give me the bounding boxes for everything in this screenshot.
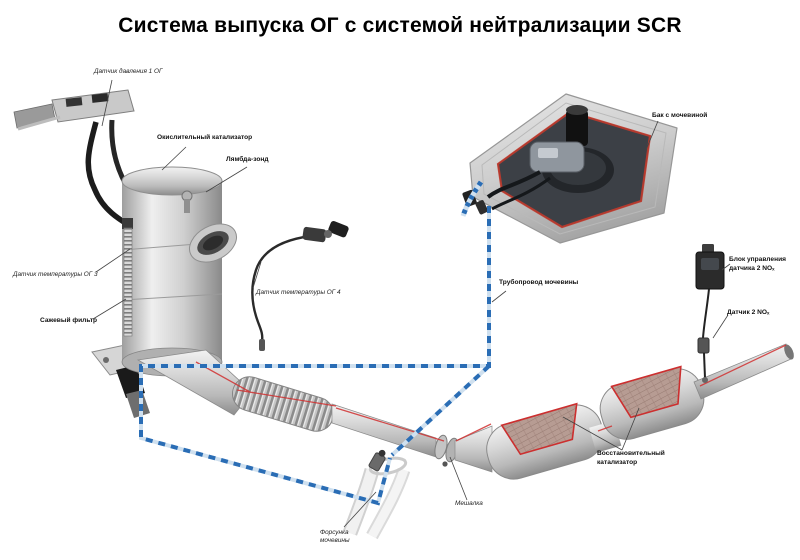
catalyst-body-1	[486, 402, 604, 480]
pressure-tube-graphic	[122, 218, 133, 337]
label-soot-filter: Сажевый фильтр	[40, 317, 98, 324]
label-temp-sensor-4: Датчик температуры ОГ 4	[256, 289, 341, 296]
label-reduction-catalyst: Восстановительный катализатор	[597, 450, 665, 466]
urea-line-graphic	[139, 206, 491, 506]
decoupler-ghost-graphic	[342, 456, 411, 540]
label-temp-sensor-3: Датчик температуры ОГ 3	[13, 271, 98, 278]
label-nox-control-unit: Блок управления датчика 2 NOₓ	[729, 256, 786, 272]
exhaust-line-graphic	[195, 343, 794, 480]
temp-sensor-4-graphic	[251, 220, 349, 351]
canister-inlet-ring	[189, 223, 237, 263]
cut-edge-highlight	[195, 344, 787, 442]
leader-lines	[92, 79, 731, 528]
label-oxidation-catalyst: Окислительный катализатор	[157, 134, 253, 141]
page-title: Система выпуска ОГ с системой нейтрализа…	[118, 14, 682, 37]
label-urea-injector: Форсунка мочевины	[320, 529, 350, 545]
urea-injector-graphic	[368, 449, 386, 472]
label-lambda-probe: Лямбда-зонд	[226, 156, 269, 163]
nox-assembly-graphic	[695, 244, 725, 383]
label-mixer: Мешалка	[455, 500, 483, 507]
label-pressure-sensor: Датчик давления 1 ОГ	[94, 68, 163, 75]
label-urea-tank: Бак с мочевиной	[652, 112, 708, 119]
label-urea-line: Трубопровод мочевины	[499, 279, 579, 286]
label-nox-sensor: Датчик 2 NOₓ	[727, 309, 770, 316]
dpf-canister-graphic	[91, 166, 253, 418]
lambda-probe-graphic	[181, 190, 193, 213]
urea-tank-graphic	[460, 93, 678, 244]
catalyst-body-2	[599, 365, 705, 440]
